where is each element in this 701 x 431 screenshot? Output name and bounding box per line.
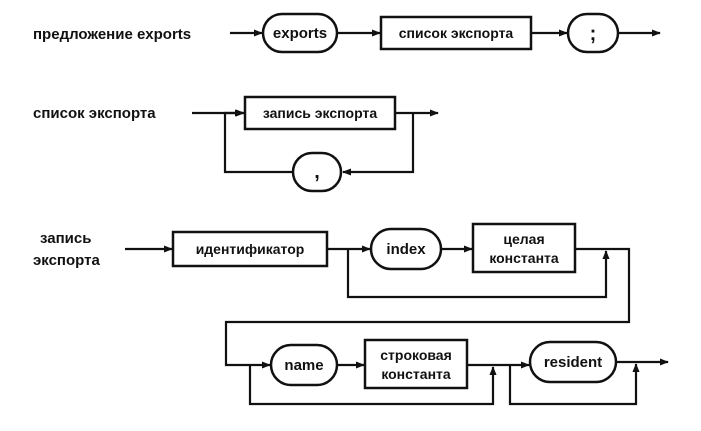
nonterminal-shape <box>471 222 577 274</box>
bypass-line-resident <box>508 363 640 406</box>
rule-name-export-clause: предложение exports <box>33 26 191 43</box>
nonterminal-shape <box>363 338 469 390</box>
flow-line-wrap <box>224 247 631 369</box>
nonterminal-export-entry: запись экспорта <box>243 95 397 131</box>
rule-name-export-entry-line2: экспорта <box>33 252 100 269</box>
nonterminal-label: запись экспорта <box>263 105 377 121</box>
nonterminal-integer-constant: целая константа <box>471 222 577 274</box>
rule-export-entry: запись экспорта идентификатор index цела… <box>33 222 669 406</box>
rule-export-list: список экспорта запись экспорта , <box>33 95 439 193</box>
bypass-line-index <box>346 249 610 299</box>
terminal-comma: , <box>291 151 343 193</box>
terminal-label: index <box>386 241 426 258</box>
terminal-exports: exports <box>261 12 339 54</box>
nonterminal-label-line1: целая <box>503 231 544 247</box>
nonterminal-label-line2: константа <box>381 366 451 382</box>
rule-export-clause: предложение exports exports список экспо… <box>33 12 661 54</box>
terminal-label: resident <box>544 354 602 371</box>
terminal-label: name <box>284 357 323 374</box>
nonterminal-label-line2: константа <box>489 250 559 266</box>
rule-name-export-entry-line1: запись <box>40 230 91 247</box>
nonterminal-label: идентификатор <box>196 241 305 257</box>
nonterminal-string-constant: строковая константа <box>363 338 469 390</box>
terminal-index: index <box>369 227 443 271</box>
bypass-line-name <box>248 365 497 406</box>
nonterminal-identifier: идентификатор <box>171 230 329 268</box>
terminal-label: , <box>314 161 320 183</box>
loop-line-back <box>223 109 293 174</box>
terminal-label: exports <box>273 25 327 42</box>
nonterminal-shape <box>243 95 397 131</box>
nonterminal-label-line1: строковая <box>380 347 452 363</box>
nonterminal-label: список экспорта <box>399 25 514 41</box>
terminal-name: name <box>269 343 339 387</box>
terminal-semicolon: ; <box>566 12 620 54</box>
terminal-label: ; <box>590 23 597 45</box>
nonterminal-export-list: список экспорта <box>379 15 533 51</box>
loop-line-to-comma <box>342 113 415 176</box>
terminal-resident: resident <box>528 340 618 384</box>
rule-name-export-list: список экспорта <box>33 105 156 122</box>
